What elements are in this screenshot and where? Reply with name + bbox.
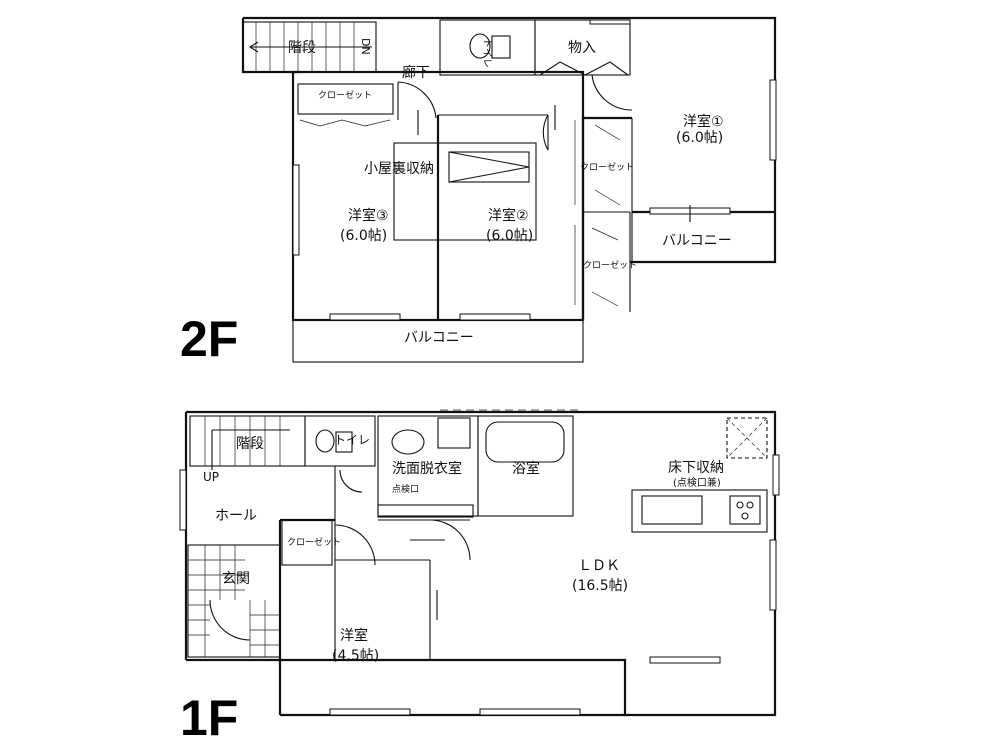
balcony-right-label: バルコニー [662, 233, 732, 249]
bathroom-label: 浴室 [512, 460, 540, 477]
hallway-label: 廊下 [402, 64, 430, 81]
room-size: (4.5帖) [332, 648, 379, 664]
first-floor-stairs-label: 階段 [236, 436, 264, 452]
entrance-tiles [187, 544, 281, 658]
room-name: 洋室 [340, 627, 368, 644]
closet-hatching [574, 120, 621, 307]
first-floor-stairs-direction: UP [203, 470, 219, 484]
underfloor-storage-label: 床下収納 [668, 460, 724, 476]
closet-top-label: クローゼット [318, 89, 372, 101]
first-floor-plan [179, 409, 780, 717]
closet-right-lower-label: クローゼット [583, 259, 637, 271]
second-floor-label: 2F [180, 311, 238, 367]
room2-name: 洋室② [488, 207, 529, 224]
second-floor-stairs-treads [248, 22, 372, 72]
ldk-name: ＬＤＫ [578, 558, 620, 574]
second-floor-toilet-label: トイレ [481, 38, 492, 68]
second-floor-stairs-label: 階段 [288, 40, 316, 56]
storage-label: 物入 [568, 40, 596, 56]
balcony-bottom-label: バルコニー [404, 330, 474, 346]
underfloor-note: (点検口兼) [673, 476, 721, 489]
room3-name: 洋室③ [348, 207, 389, 224]
second-floor-toilet-icon [469, 33, 511, 59]
inspection-label: 点検口 [392, 483, 419, 495]
washroom-label: 洗面脱衣室 [392, 460, 462, 477]
room1-name: 洋室① [683, 113, 724, 130]
ldk-size: (16.5帖) [572, 578, 628, 594]
hall-label: ホール [215, 508, 257, 524]
room1-size: (6.0帖) [676, 130, 723, 146]
attic-storage-label: 小屋裏収納 [364, 160, 434, 177]
first-floor-label: 1F [180, 690, 238, 746]
second-floor-plan [241, 16, 777, 363]
room2-size: (6.0帖) [486, 228, 533, 244]
second-floor-stairs-direction: DN [359, 38, 372, 55]
entrance-label: 玄関 [222, 570, 250, 587]
first-floor-toilet-label: トイレ [334, 433, 370, 447]
room3-size: (6.0帖) [340, 228, 387, 244]
first-floor-toilet-icon [315, 429, 353, 453]
closet-right-upper-label: クローゼット [580, 161, 634, 173]
closet-label: クローゼット [287, 536, 341, 548]
